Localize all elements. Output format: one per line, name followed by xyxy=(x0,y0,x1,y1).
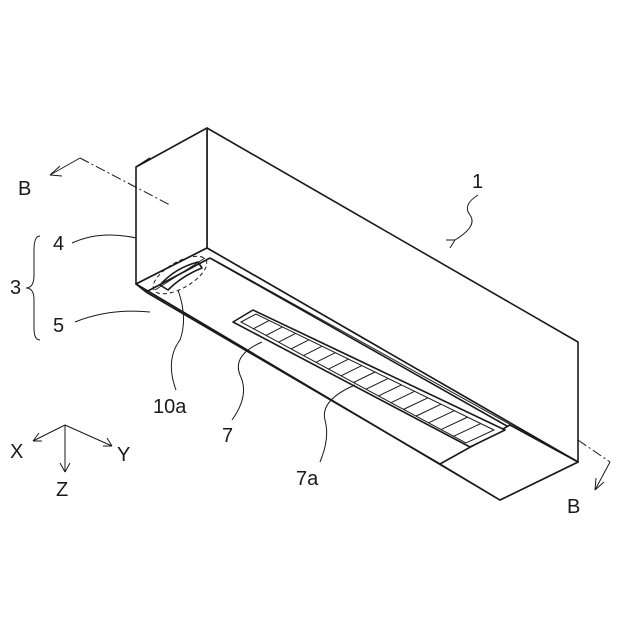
label-group: 3 xyxy=(10,277,21,299)
section-arrow-left-shaft xyxy=(50,158,80,175)
label-part-lower: 5 xyxy=(53,315,64,337)
label-section-right: B xyxy=(567,496,580,518)
leader-5 xyxy=(75,311,150,322)
axis-y-line xyxy=(65,425,112,446)
axis-y-arrow-icon xyxy=(103,438,112,446)
group-brace xyxy=(26,236,40,340)
label-part-upper: 4 xyxy=(53,233,64,255)
label-detail: 10a xyxy=(153,396,187,418)
axis-indicator xyxy=(33,425,112,472)
leader-1 xyxy=(455,195,478,240)
leader-4 xyxy=(72,235,136,243)
leader-1-arrow-icon xyxy=(446,240,455,248)
label-louver: 7a xyxy=(296,468,319,490)
label-axis-x: X xyxy=(10,441,23,463)
label-axis-y: Y xyxy=(117,444,130,466)
housing-body xyxy=(136,128,578,500)
axis-x-line xyxy=(33,425,65,441)
label-unit: 1 xyxy=(472,171,483,193)
label-axis-z: Z xyxy=(56,479,68,501)
section-arrow-right-icon xyxy=(595,478,604,490)
label-outlet: 7 xyxy=(222,425,233,447)
label-section-left: B xyxy=(18,178,31,200)
section-line-right xyxy=(578,440,610,462)
section-arrow-right-shaft xyxy=(595,462,610,490)
